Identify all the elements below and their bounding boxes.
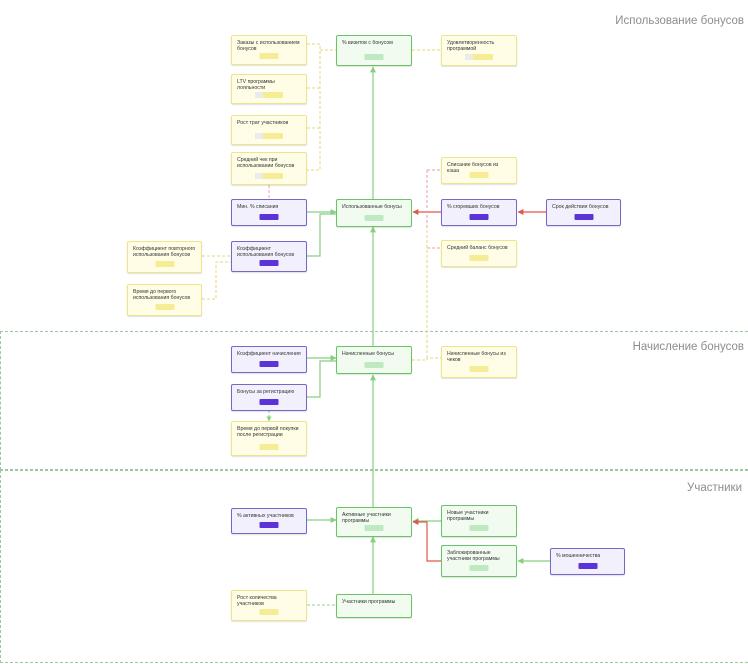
node-bonus-writeoff[interactable]: Списание бонусов из кэша bbox=[441, 157, 517, 184]
metric-chip bbox=[469, 172, 489, 178]
link-blocked-to-active bbox=[412, 519, 441, 562]
node-accrual-coefficient[interactable]: Коэффициент начисления bbox=[231, 346, 307, 373]
metric-chip bbox=[259, 214, 279, 220]
node-program-participants[interactable]: Участники программы bbox=[336, 594, 412, 618]
node-repeat-usage-coefficient[interactable]: Коэффициент повторного использования бон… bbox=[127, 241, 202, 273]
node-accrued-bonuses-in-checks[interactable]: Начисленные бонусы из чеков bbox=[441, 346, 517, 378]
metric-chip bbox=[259, 53, 279, 59]
node-new-participants[interactable]: Новые участники программы bbox=[441, 505, 517, 537]
node-first-usage-time[interactable]: Время до первого использования бонусов bbox=[127, 284, 202, 316]
link-avg-balance-to-used bbox=[426, 214, 441, 249]
section-accrual: Начисление бонусов bbox=[0, 331, 748, 470]
node-active-participants[interactable]: Активные участники программы bbox=[336, 507, 412, 537]
node-orders-with-bonus[interactable]: % визитов с бонусом bbox=[336, 35, 412, 66]
section-participants: Участники bbox=[0, 470, 748, 663]
metric-chip bbox=[578, 563, 597, 569]
section-title-participants: Участники bbox=[687, 482, 742, 494]
link-usage-coef-to-used bbox=[307, 213, 336, 257]
section-usage: Использование бонусов bbox=[0, 0, 748, 331]
link-side-bus-1 bbox=[307, 43, 321, 171]
metric-chip bbox=[364, 525, 384, 531]
metric-chip bbox=[259, 260, 279, 266]
section-title-usage: Использование бонусов bbox=[615, 15, 744, 27]
node-participants-growth[interactable]: Рост трат участников bbox=[231, 115, 307, 145]
link-registration-to-accrued bbox=[307, 360, 336, 398]
metric-chip bbox=[255, 133, 283, 139]
node-used-bonuses[interactable]: Использованные бонусы bbox=[336, 199, 412, 227]
metric-chip bbox=[259, 522, 279, 528]
node-share-active[interactable]: % активных участников bbox=[231, 508, 307, 534]
node-avg-bonus-balance[interactable]: Средний баланс бонусов bbox=[441, 240, 517, 267]
metric-chip bbox=[364, 54, 384, 60]
node-burned-bonuses[interactable]: % сгоревших бонусов bbox=[441, 199, 517, 226]
node-min-spend[interactable]: Мин. % списания bbox=[231, 199, 307, 226]
node-avg-check-bonus[interactable]: Средний чек при использовании бонусов bbox=[231, 152, 307, 185]
metric-chip bbox=[255, 173, 283, 179]
node-bonus-lifetime[interactable]: Срок действия бонусов bbox=[546, 199, 621, 226]
metric-chip bbox=[364, 362, 384, 368]
node-first-purchase-time[interactable]: Время до первой покупки после регистраци… bbox=[231, 421, 307, 456]
node-pct-fraud[interactable]: % мошенничества bbox=[550, 548, 625, 575]
node-program-satisfaction[interactable]: Удовлетворенность программой bbox=[441, 35, 517, 66]
metric-chip bbox=[155, 261, 174, 267]
metric-chip bbox=[364, 215, 384, 221]
link-checks-to-accrued bbox=[412, 357, 441, 361]
node-blocked-participants[interactable]: Заблокированные участники программы bbox=[441, 545, 517, 577]
metric-chip bbox=[259, 361, 279, 367]
node-base-growth[interactable]: Рост количества участников bbox=[231, 590, 307, 621]
link-first-usage-to-coef bbox=[202, 261, 232, 300]
metric-chip bbox=[259, 609, 279, 615]
link-writeoff-to-used bbox=[426, 169, 441, 209]
metric-chip bbox=[259, 399, 279, 405]
metric-chip bbox=[155, 304, 174, 310]
metric-chip bbox=[255, 92, 283, 98]
metric-chip bbox=[469, 565, 489, 571]
section-title-accrual: Начисление бонусов bbox=[632, 341, 744, 353]
metric-chip bbox=[469, 214, 489, 220]
node-usage-coefficient[interactable]: Коэффициент использования бонусов bbox=[231, 241, 307, 272]
node-visits-with-bonus[interactable]: Заказы с использованием бонусов bbox=[231, 35, 307, 65]
metric-chip bbox=[469, 525, 489, 531]
node-registration-bonuses[interactable]: Бонусы за регистрацию bbox=[231, 384, 307, 411]
metric-chip bbox=[469, 366, 489, 372]
metric-chip bbox=[469, 255, 489, 261]
metric-chip bbox=[465, 54, 493, 60]
link-side-bus-2 bbox=[307, 49, 336, 129]
metric-chip bbox=[574, 214, 593, 220]
node-accrued-bonuses[interactable]: Начисленные бонусы bbox=[336, 346, 412, 374]
node-ltv-program[interactable]: LTV программы лояльности bbox=[231, 74, 307, 104]
metric-chip bbox=[259, 444, 279, 450]
